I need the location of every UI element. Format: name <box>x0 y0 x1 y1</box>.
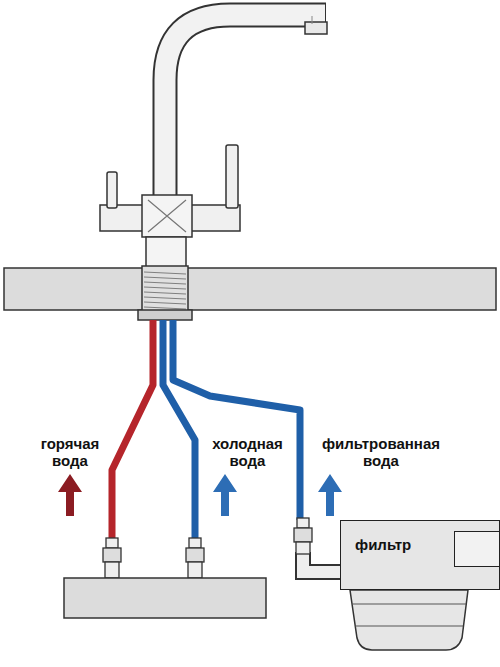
nozzle-line <box>312 16 313 24</box>
filter-housing: фильтр <box>340 520 500 590</box>
pipe-label: холодная вода <box>205 436 290 469</box>
mixer-neck <box>146 237 186 269</box>
thread-line <box>144 297 186 299</box>
hot-fitting <box>103 538 121 578</box>
filter-label: фильтр <box>355 537 411 554</box>
hot-arrow <box>58 474 82 516</box>
left-lever <box>107 172 117 208</box>
thread-line <box>144 292 186 294</box>
filtered-arrow <box>318 474 342 516</box>
cold-arrow <box>213 474 237 516</box>
fitting-part <box>294 528 312 542</box>
pipe-label: фильтрованная вода <box>316 436 446 469</box>
mounting-nut <box>142 266 188 316</box>
cold-pipe <box>163 320 195 540</box>
right-lever <box>226 145 238 208</box>
pipe-label: горячая вода <box>30 436 110 469</box>
thread-line <box>144 302 186 304</box>
bowl-bands <box>352 604 466 626</box>
elbow <box>303 552 342 572</box>
elbow-outline <box>303 552 342 572</box>
cold-fitting <box>186 538 204 578</box>
body-cross <box>148 200 186 232</box>
washer <box>138 310 192 320</box>
left-handle-base <box>100 205 145 231</box>
thread-line <box>144 272 186 274</box>
countertop <box>4 268 496 310</box>
filtered-pipe <box>173 320 300 520</box>
mixer-body <box>142 195 192 237</box>
thread-line <box>144 277 186 279</box>
thread-line <box>144 287 186 289</box>
fitting-part <box>189 538 201 548</box>
fitting-part <box>188 562 202 578</box>
right-handle-base <box>190 205 240 231</box>
thread-line <box>144 282 186 284</box>
thread-lines <box>144 272 186 309</box>
filter-panel <box>454 531 500 567</box>
supply-block <box>64 578 266 618</box>
spout <box>165 15 325 205</box>
nozzle <box>305 22 327 34</box>
fitting-part <box>106 538 118 548</box>
fitting-part <box>186 548 204 562</box>
fitting-part <box>297 518 309 528</box>
fitting-part <box>296 542 310 554</box>
fitting-part <box>105 562 119 578</box>
hot-pipe <box>112 320 153 540</box>
thread-line <box>144 307 186 309</box>
filter-bowl <box>350 590 468 650</box>
spout-outline <box>165 15 326 205</box>
fitting-part <box>103 548 121 562</box>
filter-fitting <box>294 518 312 554</box>
